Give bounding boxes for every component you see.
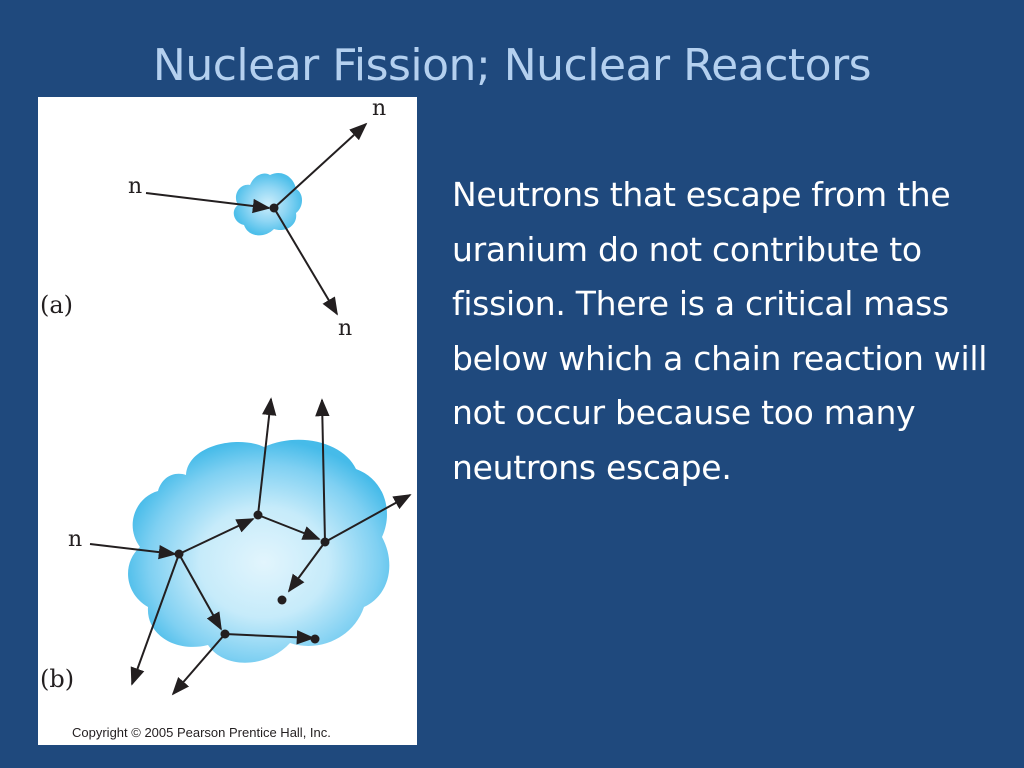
neutron-label-b-in: n (68, 527, 82, 552)
slide-body-text: Neutrons that escape from the uranium do… (452, 175, 988, 487)
fission-event-a (269, 203, 279, 213)
panel-a-label: (a) (40, 291, 73, 319)
neutron-label-a-out2: n (338, 316, 352, 341)
neutron-label-a-out1: n (372, 97, 386, 121)
neutron-paths-b (89, 397, 412, 696)
slide-title: Nuclear Fission; Nuclear Reactors (152, 40, 872, 91)
fission-diagram-svg: n n n (a) n (b) Copyright (40, 97, 412, 740)
emitted-neutron-a-1 (273, 122, 368, 209)
copyright-notice: Copyright © 2005 Pearson Prentice Hall, … (72, 725, 331, 740)
fission-events-b (174, 510, 330, 644)
fission-diagram: n n n (a) n (b) Copyright (38, 97, 417, 745)
incoming-neutron-b (89, 543, 177, 560)
incoming-neutron-a (145, 192, 271, 214)
neutron-label-a-in: n (128, 174, 142, 199)
large-uranium-mass (128, 439, 390, 663)
neutron-paths-a (145, 122, 368, 316)
emitted-neutron-a-2 (273, 207, 338, 316)
panel-b-label: (b) (40, 665, 74, 693)
